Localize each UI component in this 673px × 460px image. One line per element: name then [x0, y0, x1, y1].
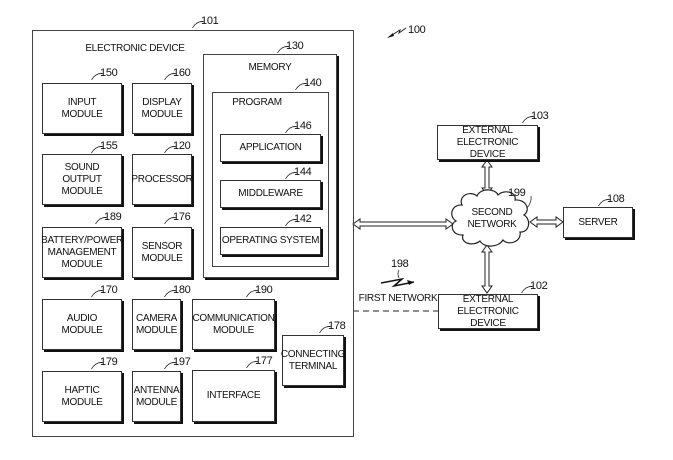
second-network-ref: 199: [508, 187, 526, 199]
memory-title: MEMORY: [248, 62, 292, 73]
sensor-module-ref: 176: [173, 211, 191, 223]
sound-output-module-box: SOUND OUTPUT MODULE: [42, 154, 122, 205]
input-module-box: INPUT MODULE: [42, 83, 122, 134]
camera-module-box: CAMERA MODULE: [132, 299, 181, 350]
connecting-terminal-ref: 178: [328, 320, 346, 332]
first-network-ref: 198: [391, 258, 409, 270]
connecting-terminal-box: CONNECTING TERMINAL: [281, 335, 345, 386]
operating-system-box: OPERATING SYSTEM: [220, 227, 321, 255]
ref-198-leader: [397, 269, 400, 279]
haptic-module-ref: 179: [100, 356, 118, 368]
application-box: APPLICATION: [220, 134, 321, 162]
interface-ref: 177: [255, 355, 273, 367]
display-module-box: DISPLAY MODULE: [132, 83, 192, 134]
processor-box: PROCESSOR: [131, 154, 193, 205]
middleware-ref: 144: [294, 166, 312, 178]
external-device-102-ref: 102: [530, 280, 548, 292]
wireless-lightning-icon: [380, 277, 415, 288]
program-container: [212, 92, 329, 267]
communication-module-box: COMMUNICATION MODULE: [192, 299, 275, 350]
display-module-ref: 160: [173, 67, 191, 79]
sound-output-module-ref: 155: [100, 140, 118, 152]
arrow-second-network-to-server: [529, 216, 564, 228]
system-ref-arrow: [387, 27, 407, 38]
audio-module-ref: 170: [100, 284, 118, 296]
battery-power-module-ref: 189: [104, 211, 122, 223]
audio-module-box: AUDIO MODULE: [42, 299, 122, 350]
application-ref: 146: [294, 120, 312, 132]
external-device-102-box: EXTERNAL ELECTRONIC DEVICE: [438, 294, 538, 329]
electronic-device-ref: 101: [201, 15, 219, 27]
arrow-device-to-second-network: [352, 218, 454, 230]
external-device-103-ref: 103: [531, 110, 549, 122]
input-module-ref: 150: [100, 67, 118, 79]
camera-module-ref: 180: [173, 284, 191, 296]
battery-power-module-box: BATTERY/POWER MANAGEMENT MODULE: [41, 227, 123, 278]
external-device-103-box: EXTERNAL ELECTRONIC DEVICE: [437, 125, 538, 160]
program-ref: 140: [304, 77, 322, 89]
antenna-module-box: ANTENNA MODULE: [132, 371, 181, 422]
interface-box: INTERFACE: [192, 370, 275, 422]
server-ref: 108: [607, 193, 625, 205]
electronic-device-title: ELECTRONIC DEVICE: [85, 43, 185, 54]
arrow-second-network-to-device102: [481, 244, 493, 294]
first-network-label: FIRST NETWORK: [358, 293, 438, 304]
system-ref-label: 100: [408, 24, 426, 36]
sensor-module-box: SENSOR MODULE: [132, 227, 192, 278]
haptic-module-box: HAPTIC MODULE: [42, 371, 122, 422]
memory-ref: 130: [286, 40, 304, 52]
server-box: SERVER: [563, 207, 633, 238]
second-network-cloud: [451, 189, 532, 247]
electronic-device-container: [32, 30, 354, 437]
antenna-module-ref: 197: [173, 356, 191, 368]
program-title: PROGRAM: [232, 97, 282, 108]
second-network-label: SECOND NETWORK: [467, 207, 517, 230]
processor-ref: 120: [173, 140, 191, 152]
communication-module-ref: 190: [255, 284, 273, 296]
middleware-box: MIDDLEWARE: [220, 180, 321, 208]
operating-system-ref: 142: [294, 213, 312, 225]
